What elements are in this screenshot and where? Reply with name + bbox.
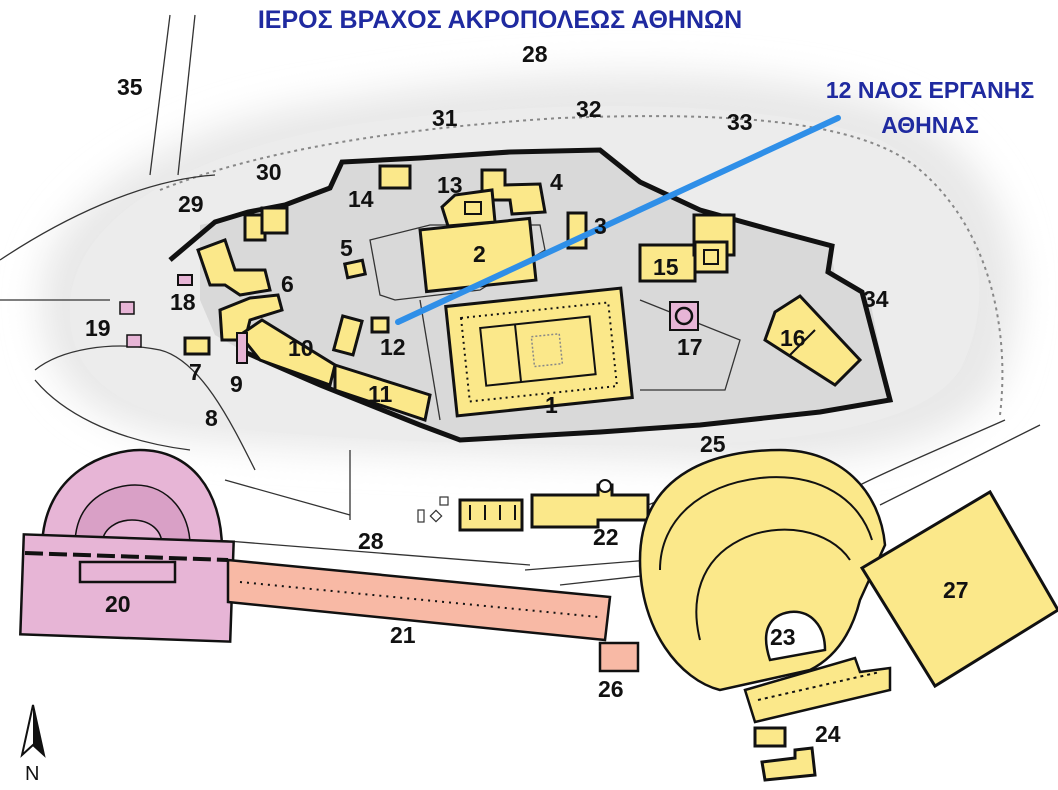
odeon-herodes-20: [19, 448, 235, 643]
building-27: [859, 489, 1058, 689]
debris-c: [417, 509, 425, 523]
building-14: [378, 164, 412, 190]
building-7: [183, 336, 211, 356]
label-17: 17: [677, 334, 703, 360]
road-line: [177, 14, 196, 176]
label-22: 22: [593, 524, 619, 550]
parthenon-building: [444, 286, 634, 418]
debris-b: [429, 509, 443, 523]
road-line: [149, 14, 171, 176]
building-22: [530, 483, 650, 529]
plateau-path: [419, 299, 441, 421]
label-13: 13: [437, 172, 463, 198]
label-29: 29: [178, 191, 204, 217]
label-34: 34: [863, 286, 889, 312]
building-16: [763, 294, 863, 387]
callout-line: [395, 115, 841, 325]
road-line: [34, 379, 191, 451]
road-line: [559, 574, 651, 586]
label-18: 18: [170, 289, 196, 315]
building-9: [218, 293, 284, 342]
north-label: N: [25, 763, 39, 785]
building-22-left: [458, 498, 524, 532]
road-line: [224, 479, 351, 516]
label-1: 1: [545, 392, 558, 418]
label-12: 12: [380, 334, 406, 360]
label-15: 15: [653, 254, 679, 280]
building-15c: [693, 240, 729, 274]
building-18: [177, 274, 193, 286]
label-9: 9: [230, 371, 243, 397]
label-3: 3: [594, 213, 607, 239]
building-10b: [331, 314, 364, 357]
road-line: [879, 424, 1041, 506]
label-6: 6: [281, 271, 294, 297]
north-arrow-icon: [20, 704, 46, 758]
building-12: [370, 316, 390, 334]
label-19: 19: [85, 315, 111, 341]
label-8: 8: [205, 405, 218, 431]
callout-line2: ΑΘΗΝΑΣ: [881, 112, 979, 138]
label-21: 21: [390, 622, 416, 648]
wall-pink: [236, 332, 248, 364]
road-line: [859, 419, 1006, 486]
building-13: [440, 188, 497, 228]
label-24: 24: [815, 721, 841, 747]
road-line: [214, 539, 531, 566]
label-27: 27: [943, 577, 969, 603]
propylaea-building: [196, 238, 272, 297]
label-32: 32: [576, 96, 602, 122]
road-line: [0, 174, 216, 261]
label-7: 7: [189, 359, 202, 385]
building-15: [638, 243, 697, 283]
debris-a: [439, 496, 449, 506]
monument-19a: [119, 301, 135, 315]
peripatos-path: [159, 115, 1004, 416]
callout-line1: 12 ΝΑΟΣ ΕΡΓΑΝΗΣ: [826, 77, 1034, 103]
building-24a: [753, 726, 787, 748]
label-4: 4: [550, 169, 563, 195]
label-30: 30: [256, 159, 282, 185]
building-24b: [760, 746, 817, 782]
label-16: 16: [780, 325, 806, 351]
monument-19b: [126, 334, 142, 348]
label-20: 20: [105, 591, 131, 617]
theatre-dionysus-23: [638, 448, 892, 724]
label-5: 5: [340, 235, 353, 261]
label-28-top: 28: [522, 41, 548, 67]
altar-17-ring: [674, 306, 694, 326]
label-2: 2: [473, 241, 486, 267]
fortification-wall: [168, 147, 894, 443]
stoa-eumenes-21: [226, 558, 612, 642]
building-5: [342, 258, 368, 280]
label-11: 11: [368, 381, 393, 407]
label-33: 33: [727, 109, 753, 135]
building-10: [237, 318, 337, 387]
label-28-south: 28: [358, 528, 384, 554]
road-line: [524, 559, 651, 571]
label-31: 31: [432, 105, 458, 131]
building-22-apse: [598, 479, 612, 493]
label-23: 23: [770, 624, 796, 650]
altar-17: [669, 301, 699, 331]
label-14: 14: [348, 186, 374, 212]
building-13-room: [464, 201, 482, 215]
label-25: 25: [700, 431, 726, 457]
label-26: 26: [598, 676, 624, 702]
label-35: 35: [117, 74, 143, 100]
building-6c: [260, 206, 289, 235]
building-15-room: [703, 249, 719, 265]
building-11: [333, 362, 432, 422]
road-line: [34, 345, 256, 471]
map-title: ΙΕΡΟΣ ΒΡΑΧΟΣ ΑΚΡΟΠΟΛΕΩΣ ΑΘΗΝΩΝ: [258, 6, 742, 34]
label-10: 10: [288, 335, 314, 361]
building-26: [598, 641, 640, 673]
